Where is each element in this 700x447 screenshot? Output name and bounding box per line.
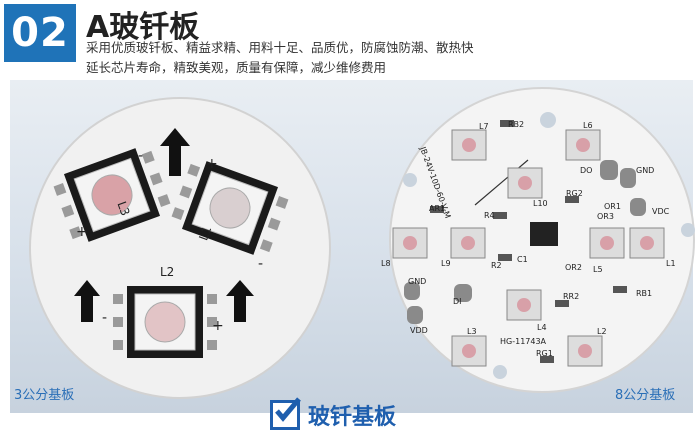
arrow-up-icon [160,128,190,176]
left-pcb-board: L2 L3 L1 + - + - + - [29,97,331,399]
description-line-2: 延长芯片寿命，精致美观，质量有保障，减少维修费用 [86,60,387,75]
silkscreen-label: L5 [593,265,603,274]
silkscreen-label: RB2 [508,120,524,129]
led-l3 [53,148,171,242]
silkscreen-label: DO [580,166,592,175]
silkscreen-label: R2 [491,261,502,270]
silk-minus: - [138,148,143,164]
caption: 玻钎基板 [270,395,396,435]
silk-plus: + [212,318,224,334]
silk-l1: L1 [196,224,214,242]
section-title: A玻钎板 [86,10,200,45]
silkscreen-label: AR1 [429,204,445,213]
mount-hole [403,173,417,187]
ic-chip [530,222,558,246]
silkscreen-label: RB1 [636,289,652,298]
silk-plus: + [76,224,88,240]
description-line-1: 采用优质玻钎板、精益求精、用料十足、品质优，防腐蚀防潮、散热快 [86,40,474,55]
silkscreen-label: L2 [597,327,607,336]
section-description: 采用优质玻钎板、精益求精、用料十足、品质优，防腐蚀防潮、散热快 延长芯片寿命，精… [86,38,606,78]
silk-minus: - [102,310,107,326]
silkscreen-label: L8 [381,259,391,268]
silkscreen-label: RG2 [566,189,583,198]
silkscreen-label: VDD [410,326,428,335]
silk-l3: L3 [114,199,132,217]
silkscreen-label: HG-11743A [500,337,547,346]
silkscreen-label: GND [636,166,654,175]
silkscreen-label: R4 [484,211,495,220]
silkscreen-label: OR1 [604,202,621,211]
silkscreen-label: GND [408,277,426,286]
silkscreen-label: RR2 [563,292,579,301]
silkscreen-label: C1 [517,255,528,264]
silkscreen-label: DI [453,297,462,306]
silkscreen-label: L7 [479,122,489,131]
silkscreen-label: RG1 [536,349,553,358]
led-l2 [113,286,217,358]
left-board-size-label: 3公分基板 [14,388,75,403]
silkscreen-label: L1 [666,259,676,268]
arrow-up-icon [74,280,100,322]
checkbox-checked-icon [270,397,301,430]
silk-minus: - [258,256,263,272]
arrow-up-icon [226,280,254,322]
silkscreen-label: L6 [583,121,593,130]
silkscreen-label: L10 [533,199,548,208]
mount-hole [681,223,695,237]
silk-l2: L2 [160,265,174,279]
silkscreen-label: OR2 [565,263,582,272]
section-number-badge: 02 [4,4,76,62]
led-l1 [171,161,289,255]
mount-hole [493,365,507,379]
silkscreen-label: L4 [537,323,547,332]
silkscreen-label: VDC [652,207,670,216]
mount-hole [540,112,556,128]
caption-text: 玻钎基板 [308,405,397,430]
right-pcb-board: L7 RB2 L6 DO GND RG2 OR1 OR3 AR1 VDC L10… [381,87,695,393]
silkscreen-label: OR3 [597,212,614,221]
silk-plus: + [206,156,218,172]
silkscreen-label: L3 [467,327,477,336]
right-board-size-label: 8公分基板 [615,388,676,403]
silkscreen-label: L9 [441,259,451,268]
